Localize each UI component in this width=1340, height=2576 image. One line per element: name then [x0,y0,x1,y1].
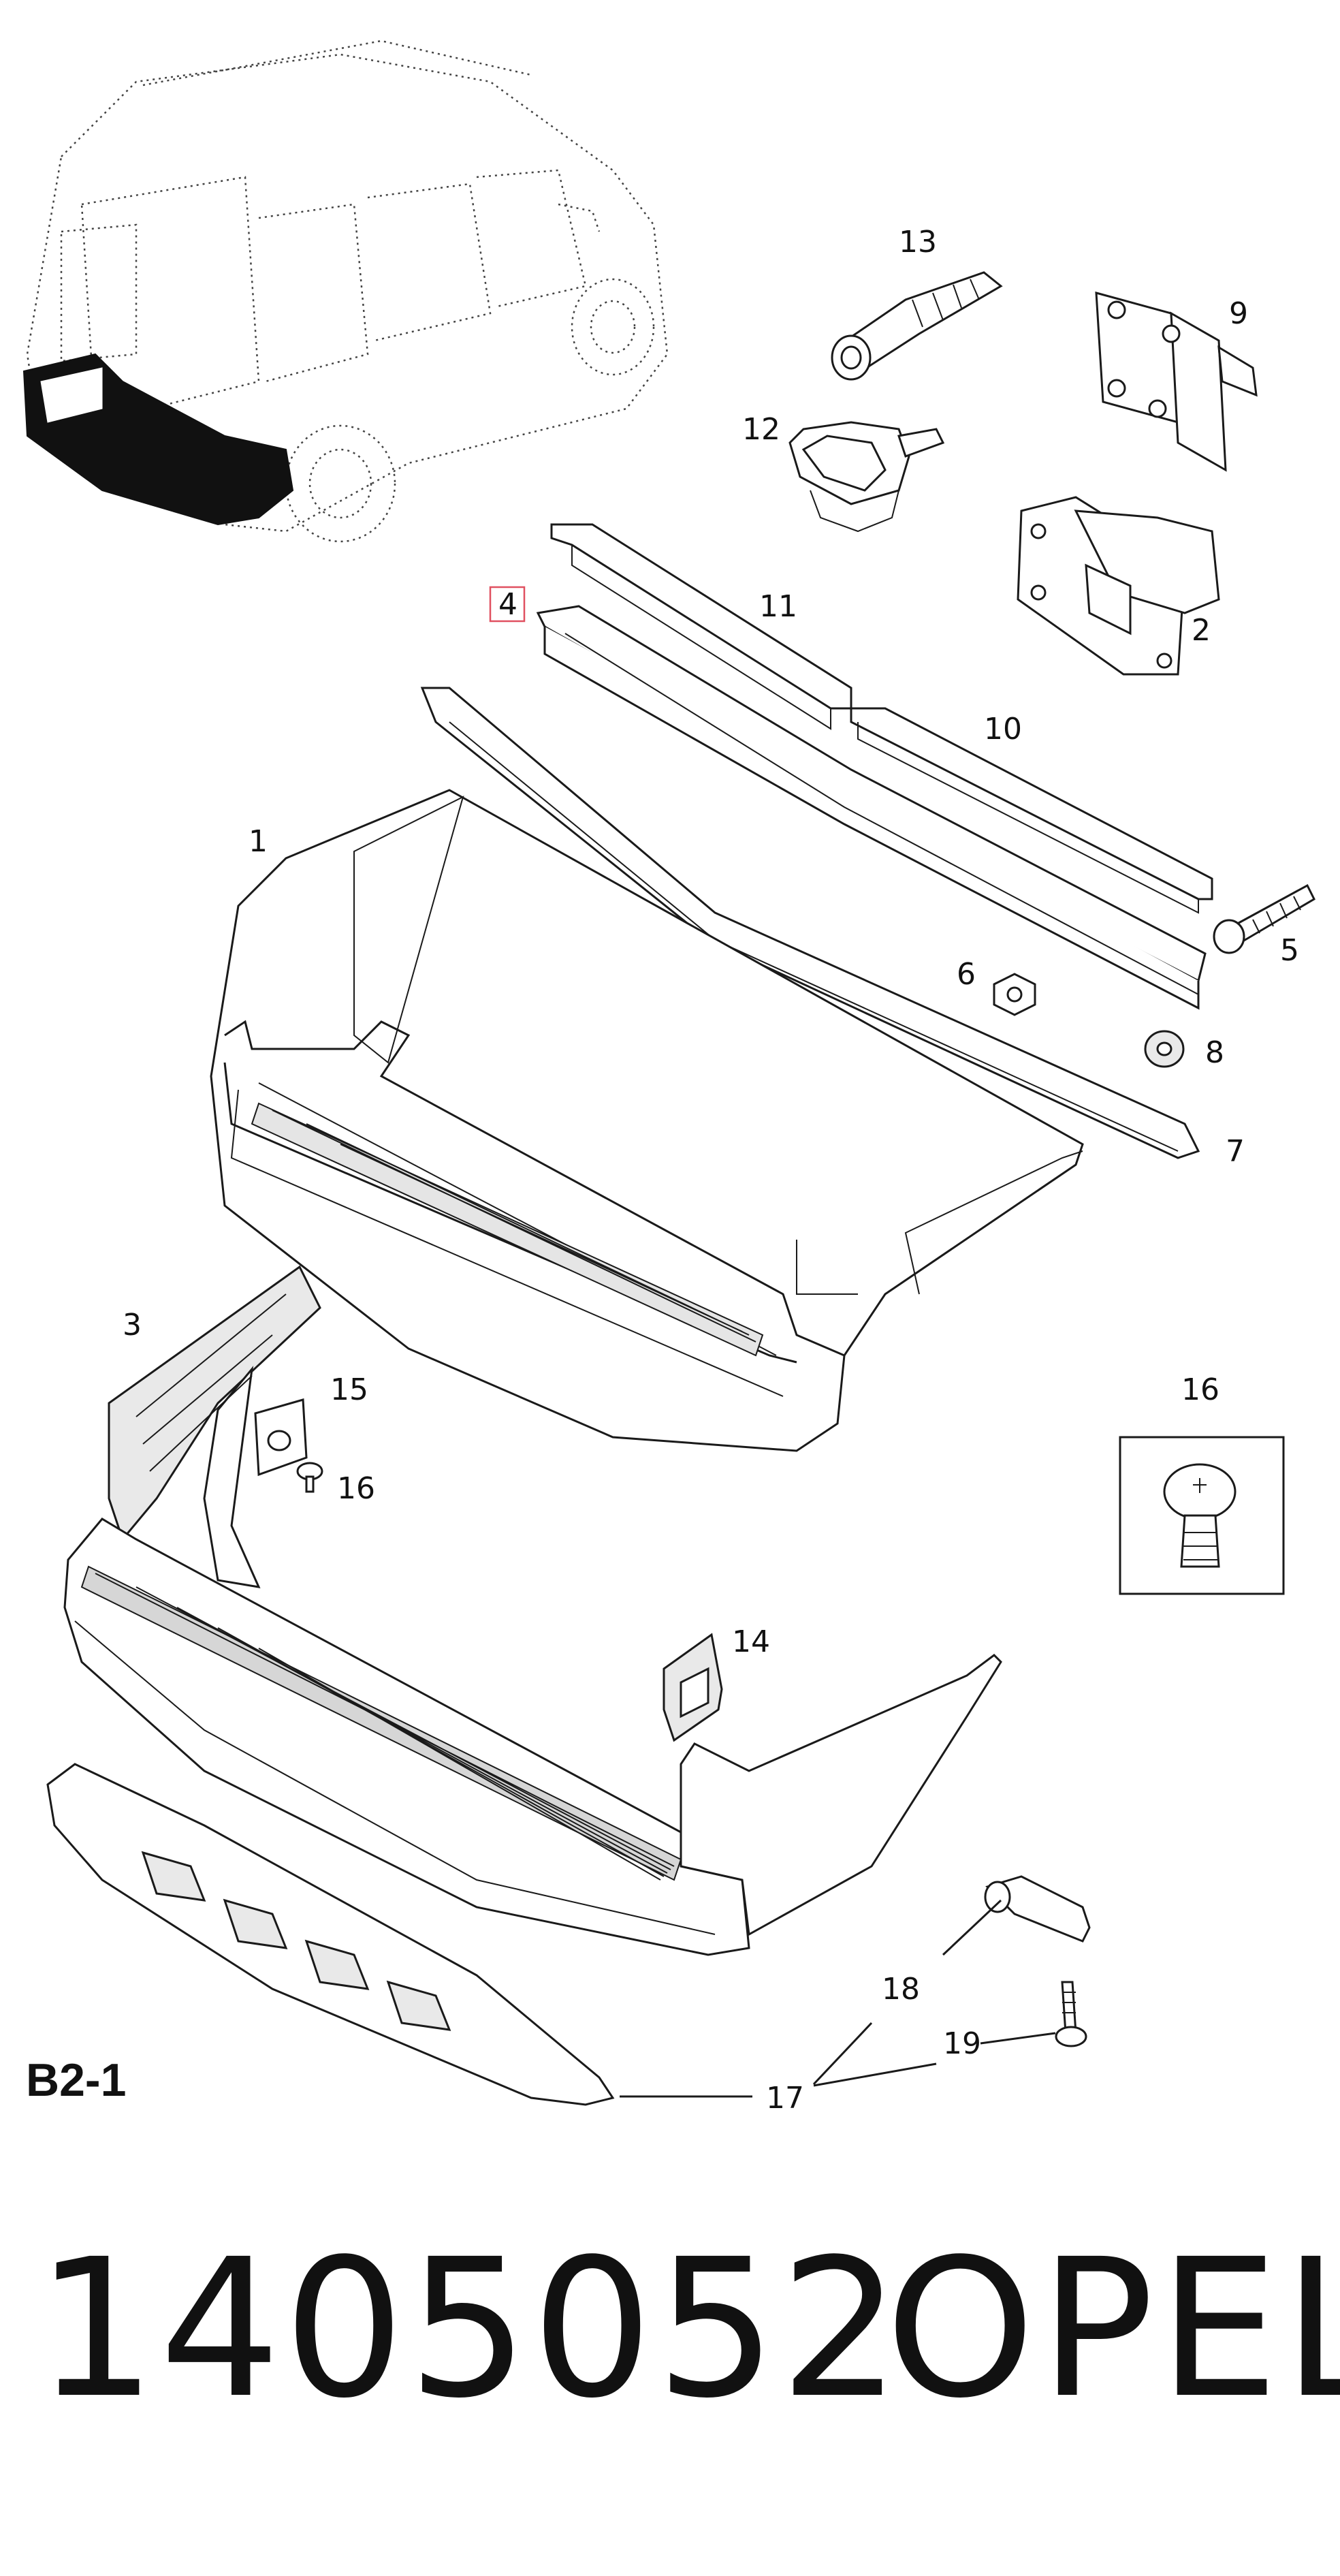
part-6-nut [993,973,1036,1016]
part-10-lower-absorber [850,707,1213,914]
part-5-bolt [1213,883,1315,954]
callout-16-small: 16 [337,1471,375,1506]
callout-7: 7 [1226,1134,1245,1169]
vehicle-overview [22,40,669,543]
section-code: B2-1 [26,2054,127,2106]
callout-8: 8 [1205,1035,1224,1070]
part-13-push-rivet [831,271,1003,381]
callout-19: 19 [943,2026,981,2061]
part-3-side-bracket [108,1265,321,1588]
part-2-towing-eye-bracket [1017,496,1220,676]
part-17-lower-trim [46,1763,615,2106]
callout-13: 13 [899,225,937,260]
part-19-screw [1055,1981,1087,2047]
part-1-bumper-cover [210,789,1084,1452]
callout-16-detail: 16 [1181,1372,1219,1407]
exploded-parts-diagram: 13 12 9 2 11 4 [22,40,1315,2111]
callout-4: 4 [498,587,517,622]
part-8-washer [1144,1030,1185,1068]
part-number: 1405052 [35,2218,904,2440]
callout-9: 9 [1229,296,1248,331]
callout-2: 2 [1192,613,1211,648]
part-18-push-pin [984,1875,1091,1943]
callout-10: 10 [984,712,1022,747]
part-4-impact-beam [536,605,1207,1010]
part-15-clip [254,1398,308,1477]
callout-11: 11 [759,589,797,624]
callout-3: 3 [123,1308,142,1342]
callout-6: 6 [957,957,976,992]
leader-lines [620,1899,1056,2098]
part-lower-bumper [63,1518,1002,1956]
brand-name: OPEL [885,2218,1340,2440]
callout-1: 1 [249,824,268,859]
callout-14: 14 [732,1624,770,1659]
part-11-upper-absorber [550,523,852,730]
callout-15: 15 [330,1372,368,1407]
callout-18: 18 [882,1972,920,2007]
part-12-grommet [788,421,945,533]
part-9-bracket [1095,292,1258,472]
part-16-detail-box [1119,1436,1285,1595]
callout-12: 12 [742,412,780,447]
part-16-screw-small [296,1462,323,1493]
callout-4-highlight [489,586,526,623]
part-14-retainer [663,1633,723,1742]
callout-17: 17 [766,2081,804,2111]
callout-5: 5 [1280,933,1299,968]
